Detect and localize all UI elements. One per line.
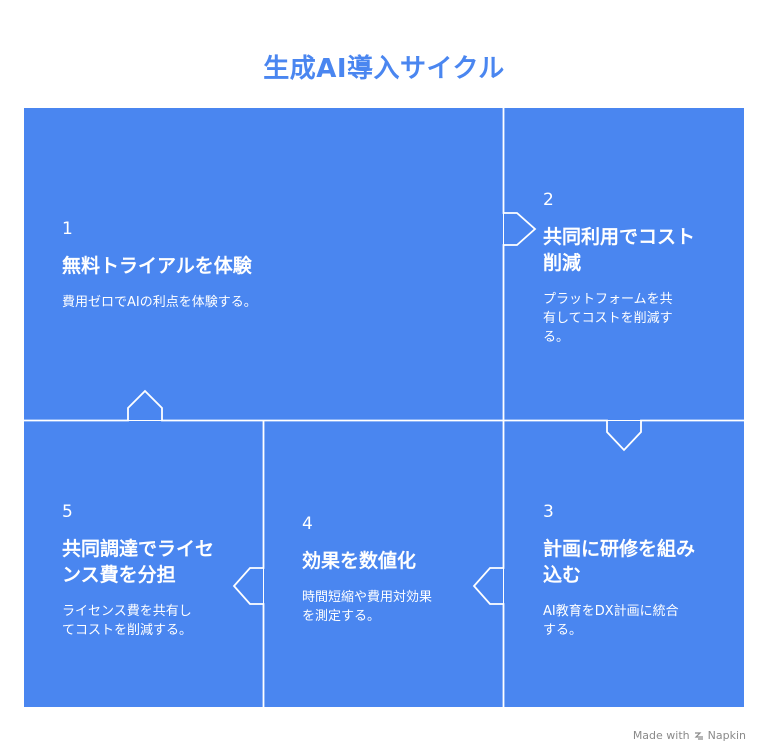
step-3-title-line-1: 計画に研修を組み [543,538,696,560]
step-2-number: 2 [543,190,554,210]
step-2-description-line-3: る。 [543,330,570,345]
footer-made-with: Made with [632,729,690,742]
arrow-right-1-to-2 [502,108,537,420]
step-4-description-line-2: を測定する。 [302,609,381,624]
step-4-title: 効果を数値化 [302,550,417,572]
arrow-down-2-to-3 [504,419,744,452]
napkin-logo-icon [694,731,703,740]
step-3-content: 3 計画に研修を組み 込む AI教育をDX計画に統合 する。 [543,502,733,640]
step-5-description: ライセンス費を共有し てコストを削減する。 [62,602,252,640]
step-2-title: 共同利用でコスト 削減 [543,224,733,276]
step-3-number: 3 [543,502,554,522]
cell-step-2 [504,108,744,420]
step-5-description-line-2: てコストを削減する。 [62,623,193,638]
step-2-description-line-1: プラットフォームを共 [543,292,673,307]
step-1-number: 1 [62,219,73,239]
diagram-title: 生成AI導入サイクル [263,54,505,84]
step-2-content: 2 共同利用でコスト 削減 プラットフォームを共 有してコストを削減す る。 [543,190,733,347]
step-4-description: 時間短縮や費用対効果 を測定する。 [302,588,492,626]
step-1-title: 無料トライアルを体験 [62,255,252,277]
step-5-description-line-1: ライセンス費を共有し [62,604,192,619]
step-2-description: プラットフォームを共 有してコストを削減す る。 [543,290,733,347]
step-5-title: 共同調達でライセ ンス費を分担 [62,536,252,588]
step-5-number: 5 [62,502,73,522]
arrow-left-3-to-4 [472,421,505,707]
cell-step-3 [504,421,744,707]
cell-step-5 [24,421,263,707]
arrow-up-5-to-1 [24,389,263,422]
step-4-number: 4 [302,514,313,534]
step-5-content: 5 共同調達でライセ ンス費を分担 ライセンス費を共有し てコストを削減する。 [62,502,252,640]
step-3-description-line-2: する。 [543,623,583,638]
step-2-title-line-2: 削減 [543,252,582,274]
step-1-description: 費用ゼロでAIの利点を体験する。 [62,295,257,310]
step-5-title-line-1: 共同調達でライセ [62,538,215,560]
arrow-left-4-to-5 [232,421,265,707]
footer-brand: Napkin [707,729,746,742]
step-2-description-line-2: 有してコストを削減す [543,311,673,326]
step-3-title-line-2: 込む [543,564,582,586]
step-3-title: 計画に研修を組み 込む [543,536,733,588]
step-1-content: 1 無料トライアルを体験 費用ゼロでAIの利点を体験する。 [62,219,482,312]
step-3-description: AI教育をDX計画に統合 する。 [543,602,733,640]
cell-step-4 [264,421,503,707]
step-2-title-line-1: 共同利用でコスト [543,226,696,248]
step-3-description-line-1: AI教育をDX計画に統合 [543,604,679,619]
step-4-description-line-1: 時間短縮や費用対効果 [302,590,433,605]
footer-attribution: Made with Napkin [633,729,746,742]
step-4-content: 4 効果を数値化 時間短縮や費用対効果 を測定する。 [302,514,492,626]
step-5-title-line-2: ンス費を分担 [62,564,176,586]
cell-step-1 [24,108,503,420]
